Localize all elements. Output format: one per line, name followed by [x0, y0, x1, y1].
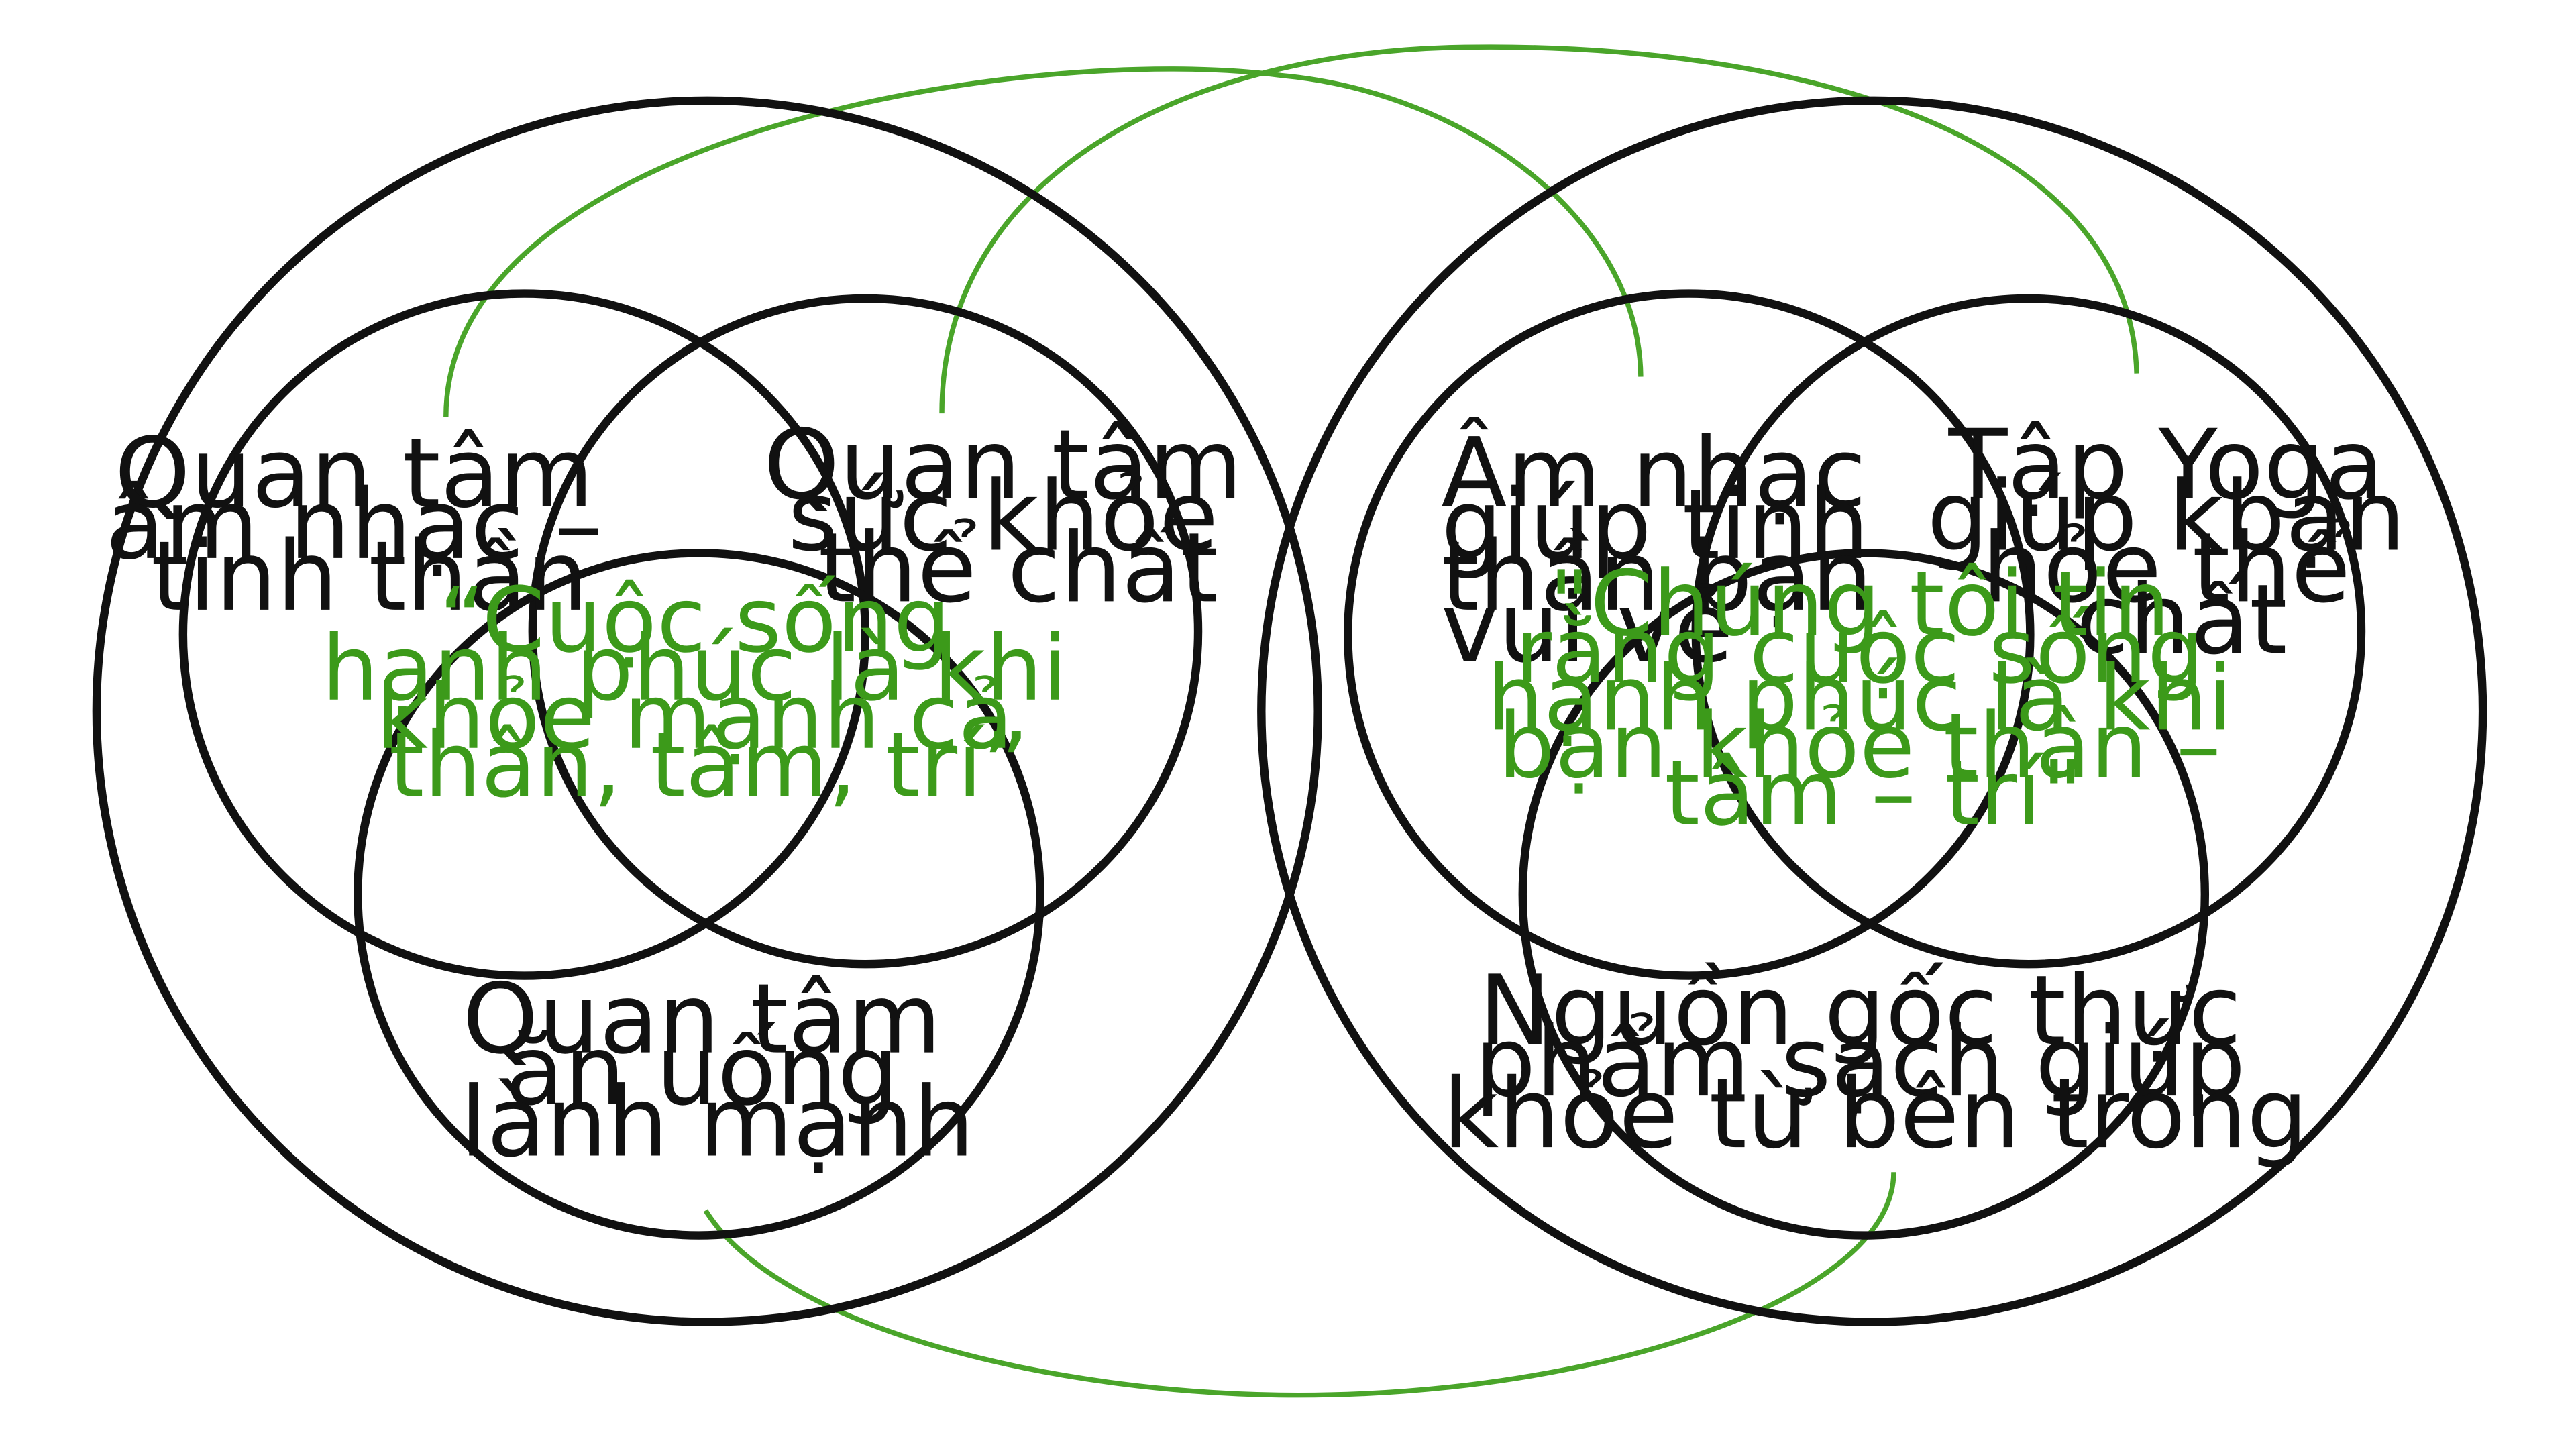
- right-top-right-label: Tập Yoga giúp kbạn hỏe thể chất: [1927, 409, 2436, 676]
- connector-arc-bottom: [703, 1172, 1896, 1398]
- left-outer-circle: [92, 96, 1322, 1326]
- left-top-right-label: Quan tâm sức khỏe thể chất: [763, 409, 1273, 625]
- left-circle-health: [528, 294, 1203, 969]
- left-top-left-label: Quan tâm âm nhạc – tinh thần: [105, 417, 633, 633]
- left-bottom-label: Quan tâm ăn uống lành mạnh: [460, 963, 975, 1179]
- right-circle-yoga: [1691, 294, 2366, 969]
- right-top-left-label: Âm nhạc giúp tinh thần bạn vui vẻ: [1441, 417, 1903, 684]
- left-center-quote: “Cuộc sống hạnh phúc là khi khỏe mạnh cả…: [322, 568, 1096, 818]
- left-circle-music: [178, 289, 870, 980]
- right-center-quote: "Chúng tôi tin rằng cuộc sống hạnh phúc …: [1487, 551, 2261, 846]
- connector-arc-top-1: [443, 66, 1644, 417]
- connector-arc-top-2: [939, 44, 2139, 414]
- right-circle-food: [1518, 549, 2210, 1240]
- left-circle-eating: [354, 549, 1044, 1240]
- right-bottom-label: Nguồn gốc thực phẩm sạch giúp khỏe từ bê…: [1443, 954, 2308, 1170]
- right-outer-circle: [1257, 96, 2487, 1326]
- right-circle-music: [1344, 289, 2035, 980]
